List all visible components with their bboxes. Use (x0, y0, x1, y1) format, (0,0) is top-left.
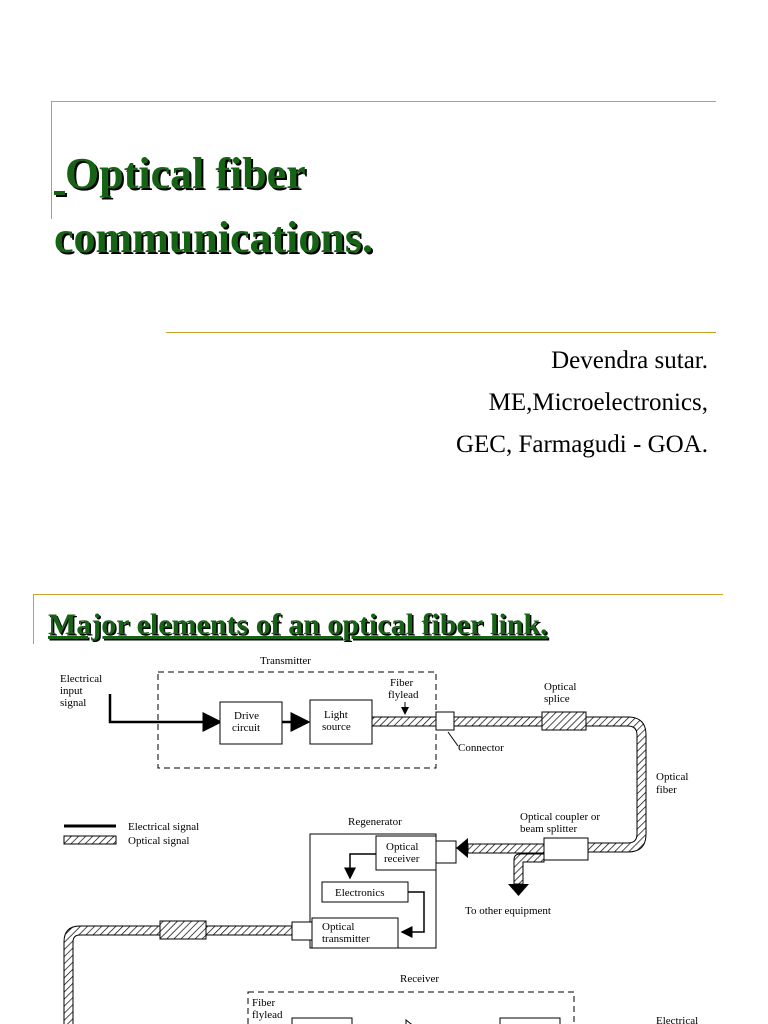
regen-output-fiber (63, 925, 293, 1024)
slide-title: Optical fiber communications. (54, 142, 373, 270)
electrical-input-line (108, 694, 223, 732)
drive-circuit-label-1: Drive (234, 710, 259, 722)
title-underscore (54, 149, 65, 198)
rx-detector-box (291, 1017, 353, 1024)
light-source-label-1: Light (324, 709, 348, 721)
receiver-box (247, 991, 575, 1024)
connector-box (435, 711, 455, 731)
top-rule (51, 101, 716, 102)
title-line-2: communications. (54, 213, 373, 262)
receiver-to-electronics (344, 853, 376, 880)
splice-box (541, 711, 587, 731)
regenerator-label: Regenerator (348, 816, 402, 828)
optical-transmitter-label-1: Optical (322, 921, 354, 933)
rx-flylead-label-1: Fiber (252, 997, 276, 1009)
electrical-input-label-3: signal (60, 697, 86, 709)
receiver-port (435, 840, 457, 864)
optical-fiber-label-2: fiber (656, 784, 677, 796)
optical-transmitter-box (311, 917, 399, 949)
optical-splice-label-1: Optical (544, 681, 576, 693)
electrical-input-label-2: input (60, 685, 83, 697)
connector-pointer (447, 731, 459, 747)
coupler-label-1: Optical coupler or (520, 811, 600, 823)
drive-circuit-label-2: circuit (232, 722, 260, 734)
slide-title-2: Major elements of an optical fiber link. (48, 608, 548, 641)
author-institution: GEC, Farmagudi - GOA. (455, 431, 708, 458)
receiver-label: Receiver (400, 973, 439, 985)
content-slide: Major elements of an optical fiber link.… (0, 580, 768, 1024)
optical-receiver-label-2: receiver (384, 853, 420, 865)
optical-receiver-box (375, 835, 437, 871)
tap-arrow (508, 884, 529, 896)
fiber-link-diagram: Transmitter Electrical input signal Driv… (60, 655, 698, 1024)
light-source-label-2: source (322, 721, 351, 733)
fiber-flylead-label-1: Fiber (390, 677, 414, 689)
coupler-box (543, 837, 589, 861)
electronics-to-transmitter (400, 891, 425, 938)
electrical-output-label: Electrical (656, 1015, 698, 1024)
second-splice-box (159, 920, 207, 940)
coupler-to-regen-fiber (467, 843, 545, 854)
optical-transmitter-label-2: transmitter (322, 933, 370, 945)
title-slide: Optical fiber communications. Devendra s… (51, 101, 716, 466)
author-degree: ME,Microelectronics, (488, 389, 708, 416)
legend-electrical-label: Electrical signal (128, 821, 199, 833)
connector-label: Connector (458, 742, 504, 754)
optical-splice-label-2: splice (544, 693, 570, 705)
optical-fiber-label-1: Optical (656, 771, 688, 783)
left-rule (51, 101, 52, 219)
to-other-label: To other equipment (465, 905, 551, 917)
left-rule-2 (33, 594, 34, 644)
rx-output-box (499, 1017, 561, 1024)
flylead-fiber (371, 716, 437, 727)
rx-flylead-label-2: flylead (252, 1009, 283, 1021)
subtitle-rule (166, 332, 716, 333)
author-block: Devendra sutar. ME,Microelectronics, GEC… (456, 340, 708, 466)
legend-optical-swatch (63, 835, 117, 845)
transmitter-port (291, 921, 313, 941)
tap-fiber (513, 853, 545, 885)
light-source-box (309, 699, 373, 745)
legend-optical-label: Optical signal (128, 835, 189, 847)
author-name: Devendra sutar. (551, 347, 708, 374)
rx-amplifier (405, 1018, 412, 1024)
optical-receiver-label-1: Optical (386, 841, 418, 853)
electrical-input-label-1: Electrical (60, 673, 102, 685)
regen-input-arrow (456, 838, 468, 858)
fiber-flylead-label-2: flylead (388, 689, 419, 701)
top-rule-2 (33, 594, 723, 595)
coupler-label-2: beam splitter (520, 823, 577, 835)
title-line-1: Optical fiber (65, 149, 306, 198)
electronics-label: Electronics (335, 887, 384, 899)
transmitter-label: Transmitter (260, 655, 311, 667)
